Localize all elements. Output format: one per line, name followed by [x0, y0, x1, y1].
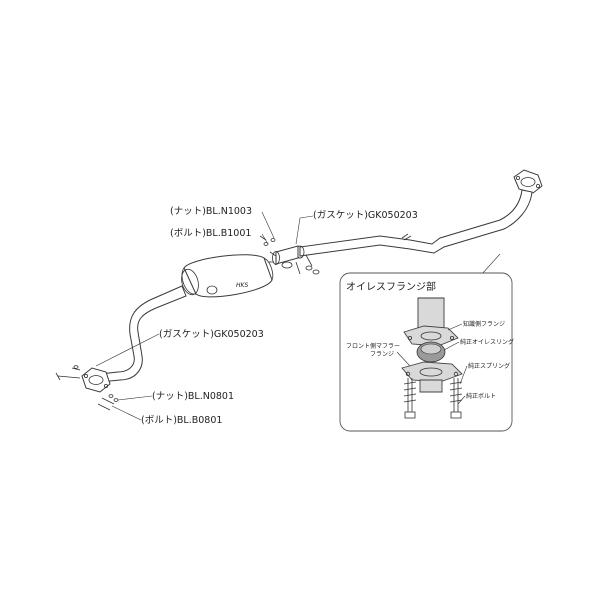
label-gasket-lower: (ガスケット)GK050203 [159, 329, 264, 340]
callout-spring: 純正スプリング [468, 362, 510, 370]
center-joint [268, 245, 320, 275]
callout-oiles-ring: 純正オイレスリング [460, 338, 514, 346]
label-nut-lower: (ナット)BL.N0801 [152, 391, 234, 402]
oiles-flange-inset: オイレスフランジ部 知識側フランジ フロント側マフラー [339, 272, 514, 432]
front-flange [513, 169, 543, 194]
flange-bolts [403, 378, 463, 419]
callout-bolt: 純正ボルト [466, 392, 496, 400]
callout-front-muffler-flange-1: フロント側マフラー [346, 342, 400, 350]
label-bolt-upper: (ボルト)BL.B1001 [170, 228, 251, 239]
label-bolt-lower: (ボルト)BL.B0801 [141, 415, 222, 426]
exhaust-pipe-assembly: HKS [55, 169, 543, 411]
svg-text:HKS: HKS [236, 282, 248, 289]
rear-flange [81, 367, 111, 393]
callout-front-muffler-flange-2: フランジ [370, 351, 394, 358]
callout-collector-flange: 知識側フランジ [463, 320, 505, 328]
label-nut-upper: (ナット)BL.N1003 [170, 206, 252, 217]
inset-title: オイレスフランジ部 [346, 280, 436, 293]
part-labels: (ナット)BL.N1003 (ボルト)BL.B1001 (ガスケット)GK050… [95, 206, 418, 426]
muffler: HKS [181, 254, 274, 298]
label-gasket-upper: (ガスケット)GK050203 [313, 210, 418, 221]
